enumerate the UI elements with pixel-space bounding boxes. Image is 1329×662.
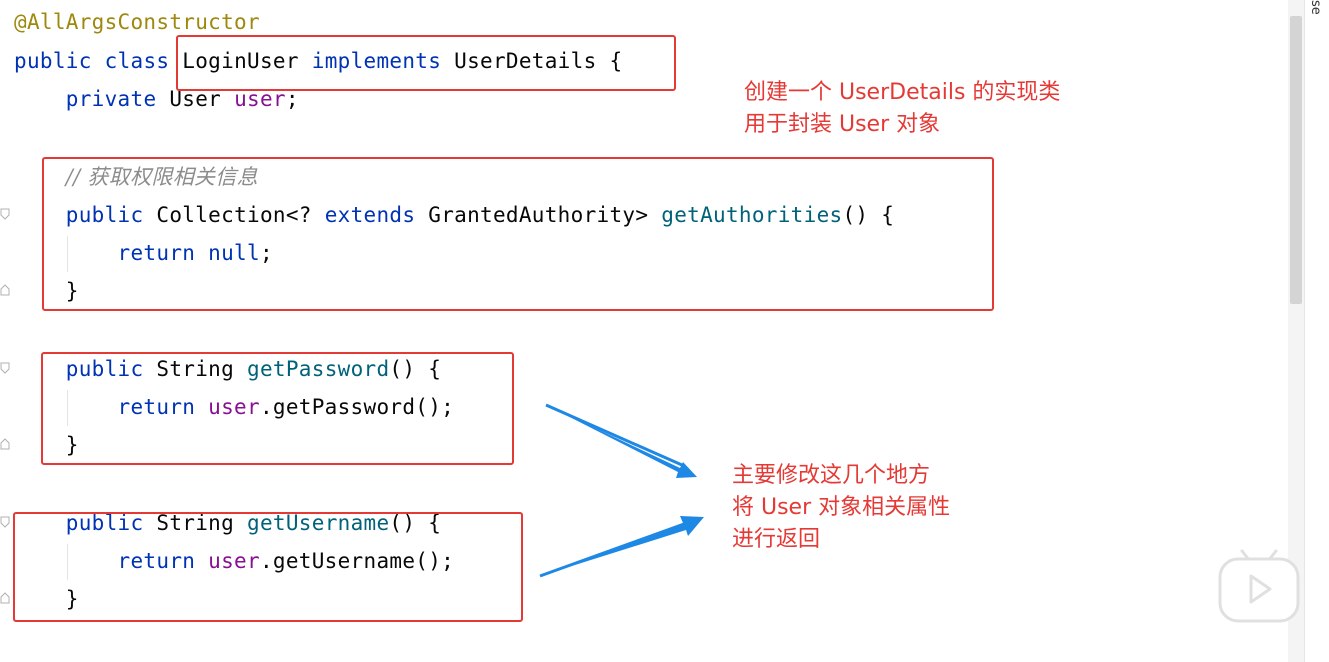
fold-marker-icon[interactable]: [0, 438, 10, 450]
highlight-box-class-declaration: [176, 35, 676, 91]
code-line-get-authorities: public Collection<? extends GrantedAutho…: [65, 203, 895, 227]
code-line-return-password: return user.getPassword();: [117, 395, 455, 419]
note-main-changes: 主要修改这几个地方将 User 对象相关属性进行返回: [732, 463, 951, 552]
code-line-return-null: return null;: [117, 241, 273, 265]
code-line-close-brace-1: }: [65, 279, 79, 303]
fold-marker-icon[interactable]: [0, 284, 10, 296]
code-line-comment: // 获取权限相关信息: [65, 165, 258, 189]
code-line-get-password: public String getPassword() {: [65, 357, 442, 381]
highlight-box-get-password: [41, 352, 514, 465]
code-editor[interactable]: @AllArgsConstructor public class LoginUs…: [0, 0, 1288, 662]
side-panel-strip[interactable]: [1304, 0, 1329, 662]
highlight-box-get-authorities: [42, 157, 994, 311]
arrow-icon: [539, 516, 704, 578]
vertical-scrollbar-thumb[interactable]: [1290, 16, 1302, 304]
indent-guide: [67, 390, 68, 426]
side-panel-label: se: [1308, 0, 1323, 15]
arrow-icon: [545, 403, 697, 478]
code-line-close-brace-3: }: [65, 587, 79, 611]
indent-guide: [67, 544, 68, 580]
code-line-class-declaration: public class LoginUser implements UserDe…: [14, 49, 623, 73]
code-line-annotation: @AllArgsConstructor: [14, 10, 260, 34]
code-line-close-brace-2: }: [65, 433, 79, 457]
fold-marker-icon[interactable]: [0, 592, 10, 604]
indent-guide: [67, 236, 68, 272]
play-button[interactable]: [1218, 545, 1300, 623]
highlight-box-get-username: [13, 512, 523, 622]
note-implementation-class: 创建一个 UserDetails 的实现类用于封装 User 对象: [744, 80, 1061, 137]
play-icon: [1218, 549, 1300, 623]
fold-marker-icon[interactable]: [0, 362, 10, 374]
fold-marker-icon[interactable]: [0, 208, 10, 220]
code-line-return-username: return user.getUsername();: [117, 549, 455, 573]
fold-marker-icon[interactable]: [0, 516, 10, 528]
code-line-get-username: public String getUsername() {: [65, 511, 442, 535]
code-line-field: private User user;: [65, 87, 299, 111]
